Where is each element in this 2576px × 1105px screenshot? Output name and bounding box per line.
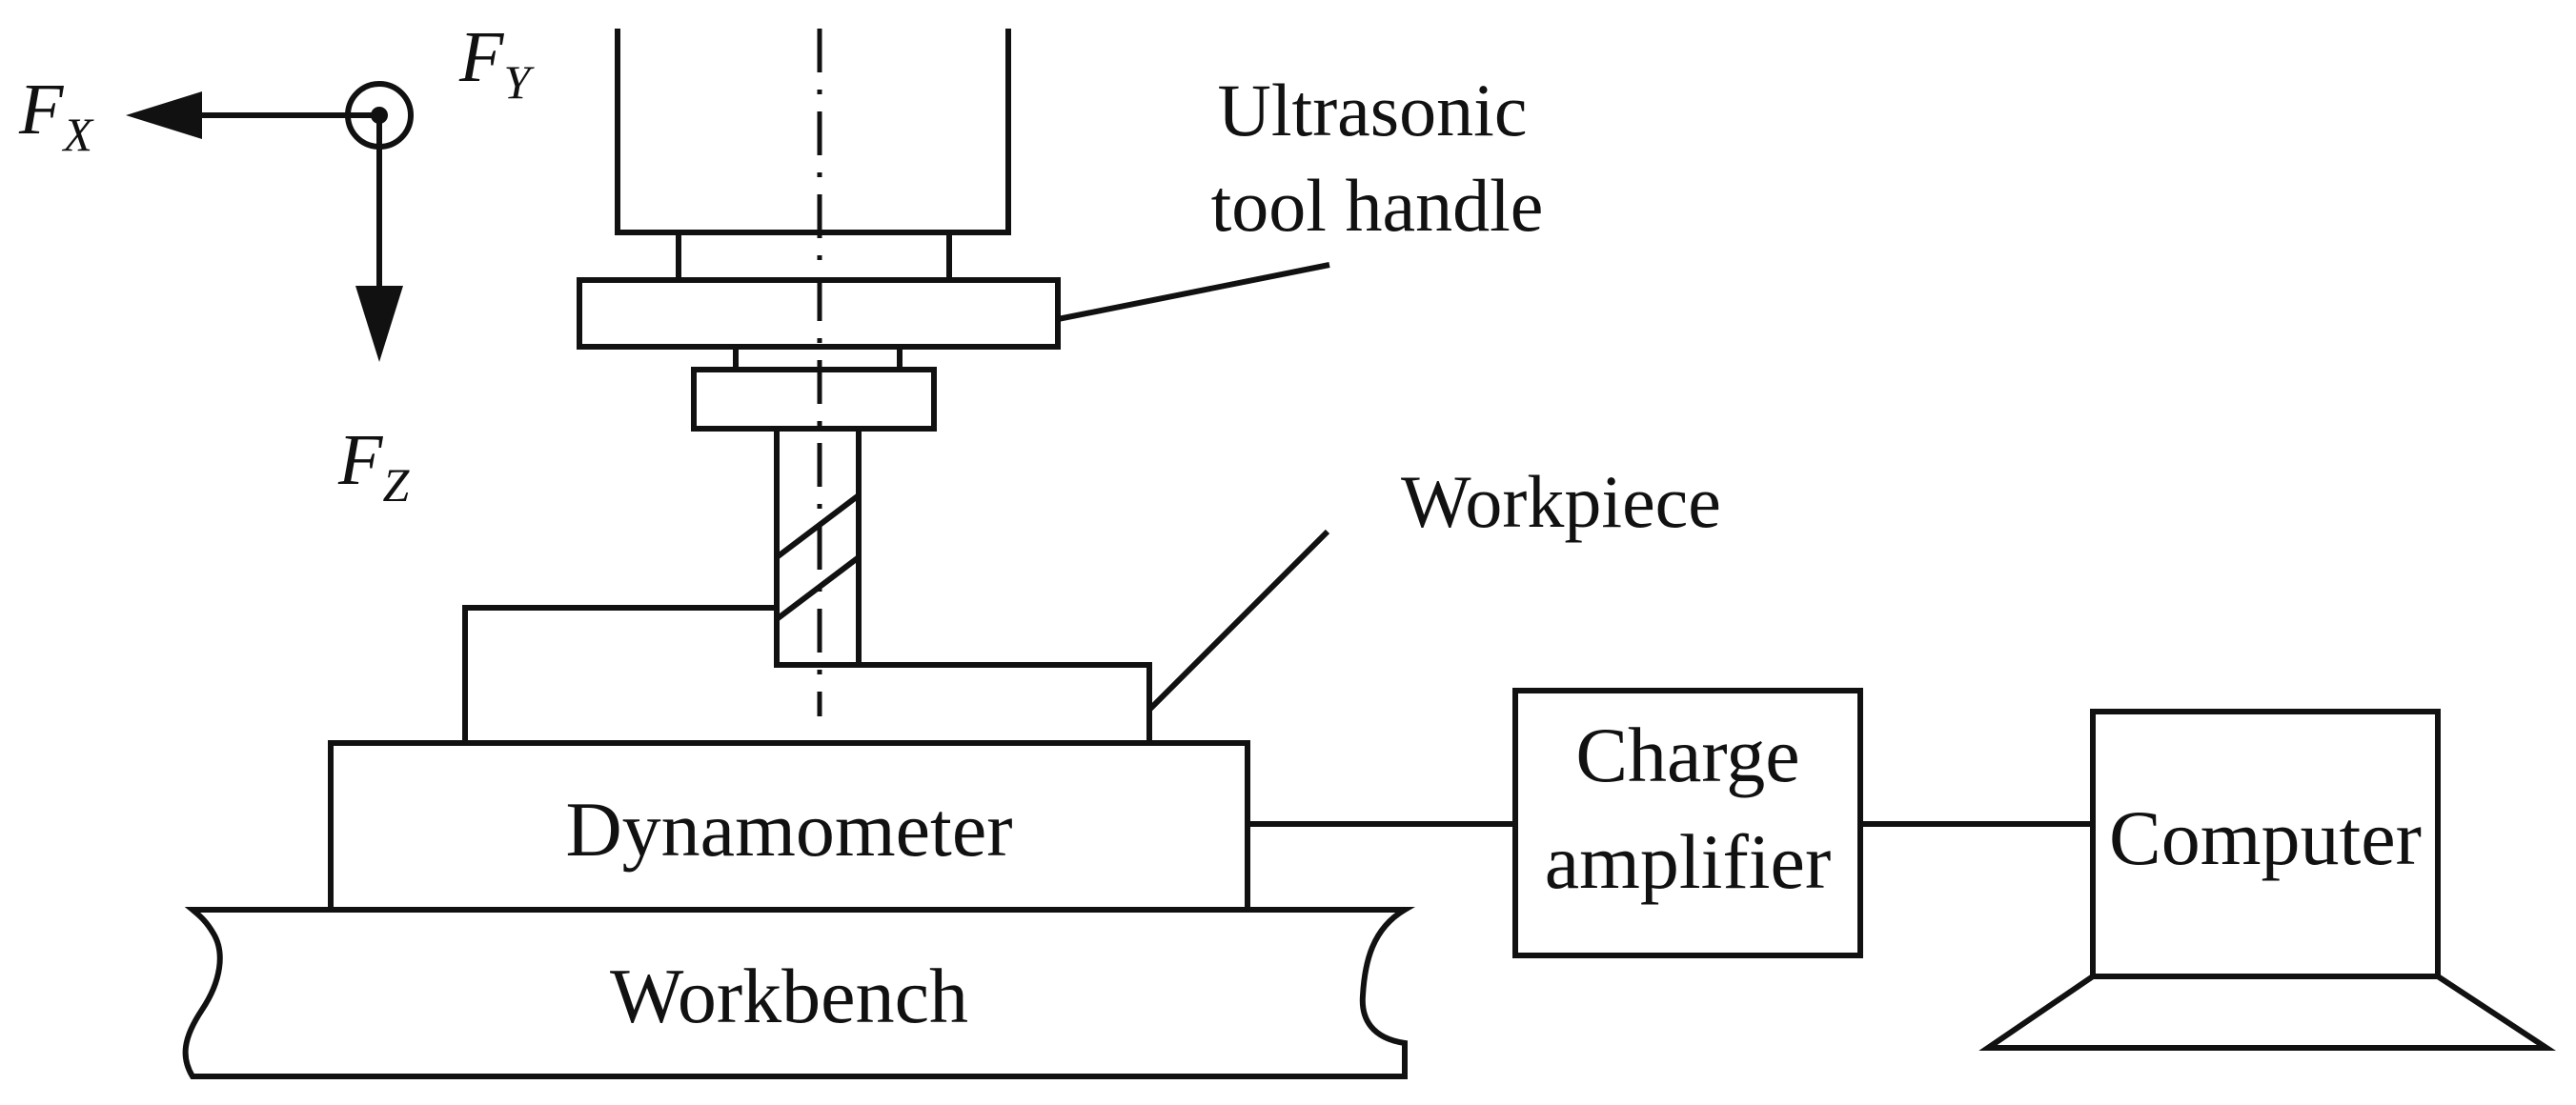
workbench-outline: [182, 907, 1416, 1079]
force-axes: FX FY FZ: [18, 17, 535, 512]
fy-label: FY: [458, 17, 535, 109]
computer-label: Computer: [2109, 794, 2422, 881]
workpiece: [462, 605, 1152, 743]
tool-handle-label-line1: Ultrasonic: [1218, 69, 1528, 151]
charge-amplifier-box: [1512, 688, 1863, 958]
workpiece-label: Workpiece: [1401, 460, 1721, 543]
tool-handle-callout-line: [1057, 262, 1330, 322]
fz-label: FZ: [337, 420, 410, 512]
collet-nut: [691, 367, 937, 432]
tool-handle-label-line2: tool handle: [1211, 164, 1544, 247]
computer-keyboard-base: [1978, 974, 2557, 1051]
fz-arrowhead: [355, 286, 403, 362]
dynamometer-label: Dynamometer: [565, 786, 1012, 873]
spindle-neck: [676, 230, 952, 283]
workbench-label: Workbench: [610, 953, 968, 1039]
charge-amplifier-label-line2: amplifier: [1545, 818, 1832, 905]
computer-screen-box: [2090, 709, 2441, 979]
fx-arrowhead: [126, 91, 202, 139]
fx-label: FX: [18, 70, 94, 161]
charge-amplifier-label-line1: Charge: [1575, 712, 1799, 798]
spindle-body: [615, 29, 1011, 235]
workpiece-callout-line: [1146, 529, 1330, 713]
